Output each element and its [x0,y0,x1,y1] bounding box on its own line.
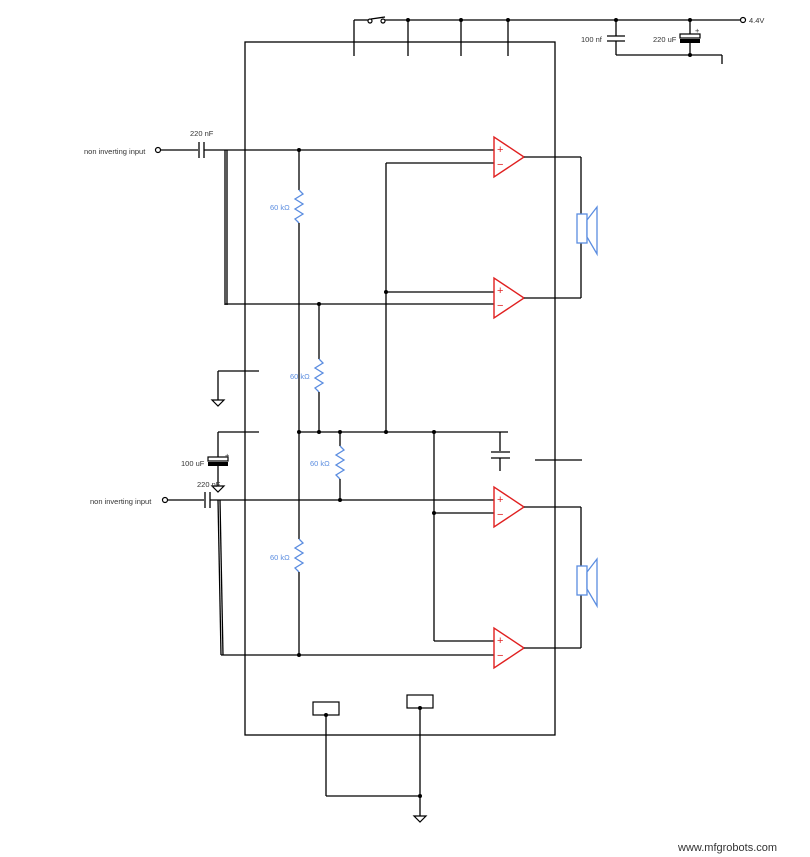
top-input-terminal[interactable] [154,146,162,154]
resistor-bottom-label: 60 kΩ [270,553,290,562]
svg-text:−: − [497,509,503,521]
resistor-mid: 60 kΩ [290,304,325,432]
svg-text:−: − [497,650,503,662]
power-switch[interactable] [367,16,386,24]
bottom-bias-line [432,432,494,642]
ic-package-outline [244,41,556,736]
top-input: non inverting input 220 nF [84,129,494,306]
decoupling-capacitors: 100 nf + 220 uF [581,18,723,64]
opamp-1: + − [493,135,526,179]
svg-text:+: + [497,144,503,156]
speaker-top-icon [576,213,588,244]
svg-text:+: + [497,494,503,506]
ground-bottom-icon [412,815,428,823]
svg-text:+: + [497,285,503,297]
bias-line [384,162,494,432]
opamp-3: + − [493,485,526,529]
cap-220uf-polarity: + [695,26,700,35]
bottom-input-terminal[interactable] [161,496,169,504]
cap-220uf-label: 220 uF [653,35,677,44]
bottom-input-label: non inverting input [90,497,152,506]
supply-voltage-label: 4.4V [749,16,764,25]
opamp-4: + − [493,626,526,670]
resistor-lower: 60 kΩ [310,432,346,502]
resistor-top: 60 kΩ [270,150,305,432]
bottom-input-cap-label: 220 nF [197,480,221,489]
cap-100uf: + 100 uF [181,431,259,493]
resistor-bottom: 60 kΩ [270,432,305,655]
speaker-top [524,156,598,299]
cap-100nf-label: 100 nf [581,35,603,44]
svg-text:+: + [497,635,503,647]
supply-terminal: 4.4V [739,16,764,25]
speaker-bottom [524,506,598,649]
resistor-lower-label: 60 kΩ [310,459,330,468]
opamp-2: + − [493,276,526,320]
svg-text:−: − [497,159,503,171]
top-input-cap-label: 220 nF [190,129,214,138]
svg-text:+: + [225,451,230,460]
watermark: www.mfgrobots.com [677,842,777,854]
cap-100uf-label: 100 uF [181,459,205,468]
svg-text:−: − [497,300,503,312]
resistor-mid-label: 60 kΩ [290,372,310,381]
top-input-label: non inverting input [84,147,146,156]
ground-left [210,370,259,407]
supply-rail [353,18,740,56]
bottom-input: non inverting input 220 nF [90,480,494,657]
mid-bus [297,430,582,471]
bottom-ground [312,694,434,823]
speaker-bottom-icon [576,565,588,596]
resistor-top-label: 60 kΩ [270,203,290,212]
ground-left-icon [210,399,226,407]
